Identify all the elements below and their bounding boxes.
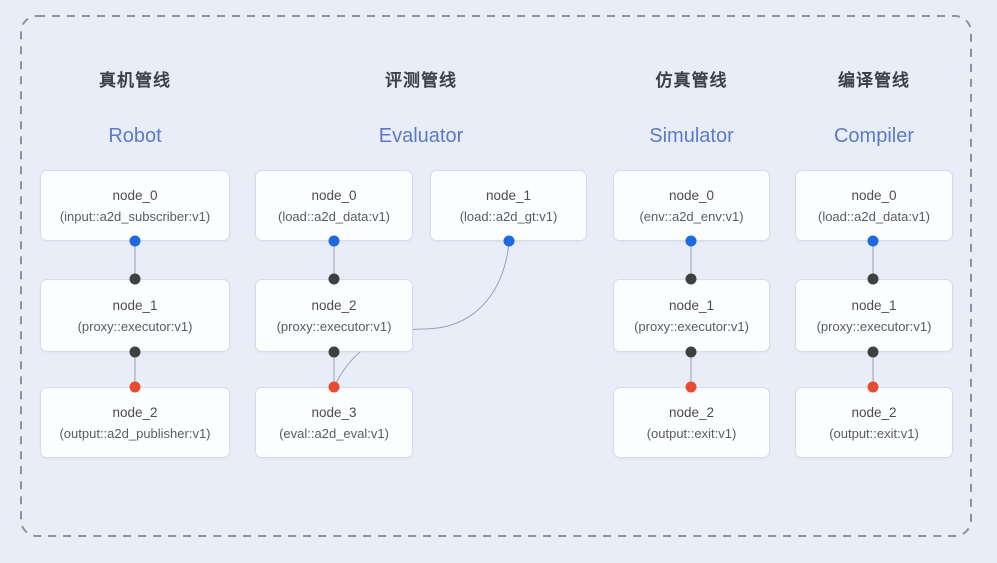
node-type: (proxy::executor:v1) [634, 318, 749, 334]
node-name: node_2 [311, 297, 357, 313]
pipeline-title-en-compiler: Compiler [833, 125, 915, 147]
node-type: (proxy::executor:v1) [276, 318, 392, 334]
pipeline-title-zh-simulator: 仿真管线 [655, 71, 728, 90]
node-card-comp-node1: node_1 (proxy::executor:v1) [795, 279, 953, 352]
node-type: (input::a2d_subscriber:v1) [59, 208, 211, 224]
node-card-robot-node2: node_2 (output::a2d_publisher:v1) [40, 387, 230, 458]
node-type: (load::a2d_data:v1) [817, 208, 931, 224]
node-type: (load::a2d_data:v1) [277, 208, 391, 224]
node-name: node_1 [112, 297, 158, 313]
node-type: (output::exit:v1) [646, 425, 737, 441]
pipeline-title-en-simulator: Simulator [649, 125, 734, 147]
node-name: node_0 [311, 187, 357, 203]
node-card-robot-node1: node_1 (proxy::executor:v1) [40, 279, 230, 352]
node-card-sim-node1: node_1 (proxy::executor:v1) [613, 279, 770, 352]
node-name: node_0 [851, 187, 897, 203]
node-card-eval-node2: node_2 (proxy::executor:v1) [255, 279, 413, 352]
dashed-frame [20, 15, 972, 537]
node-card-comp-node2: node_2 (output::exit:v1) [795, 387, 953, 458]
node-card-sim-node2: node_2 (output::exit:v1) [613, 387, 770, 458]
node-type: (output::exit:v1) [829, 425, 919, 441]
node-name: node_2 [112, 404, 158, 420]
node-type: (eval::a2d_eval:v1) [279, 425, 389, 441]
pipeline-title-en-evaluator: Evaluator [378, 125, 464, 147]
pipeline-title-zh-compiler: 编译管线 [838, 71, 910, 90]
node-name: node_0 [112, 187, 158, 203]
pipeline-title-zh-evaluator: 评测管线 [385, 71, 457, 90]
node-card-eval-node1: node_1 (load::a2d_gt:v1) [430, 170, 587, 241]
node-type: (output::a2d_publisher:v1) [59, 425, 211, 441]
node-card-robot-node0: node_0 (input::a2d_subscriber:v1) [40, 170, 230, 241]
node-name: node_1 [485, 187, 532, 203]
node-card-eval-node3: node_3 (eval::a2d_eval:v1) [255, 387, 413, 458]
node-type: (env::a2d_env:v1) [639, 208, 744, 224]
node-card-comp-node0: node_0 (load::a2d_data:v1) [795, 170, 953, 241]
node-name: node_2 [851, 404, 897, 420]
node-name: node_0 [668, 187, 715, 203]
node-name: node_3 [311, 404, 357, 420]
node-name: node_1 [851, 297, 897, 313]
node-type: (load::a2d_gt:v1) [459, 208, 558, 224]
node-type: (proxy::executor:v1) [77, 318, 193, 334]
node-card-eval-node0: node_0 (load::a2d_data:v1) [255, 170, 413, 241]
node-name: node_1 [668, 297, 715, 313]
node-type: (proxy::executor:v1) [816, 318, 932, 334]
node-name: node_2 [668, 404, 715, 420]
pipeline-title-en-robot: Robot [108, 125, 162, 147]
node-card-sim-node0: node_0 (env::a2d_env:v1) [613, 170, 770, 241]
pipeline-title-zh-robot: 真机管线 [99, 71, 171, 90]
